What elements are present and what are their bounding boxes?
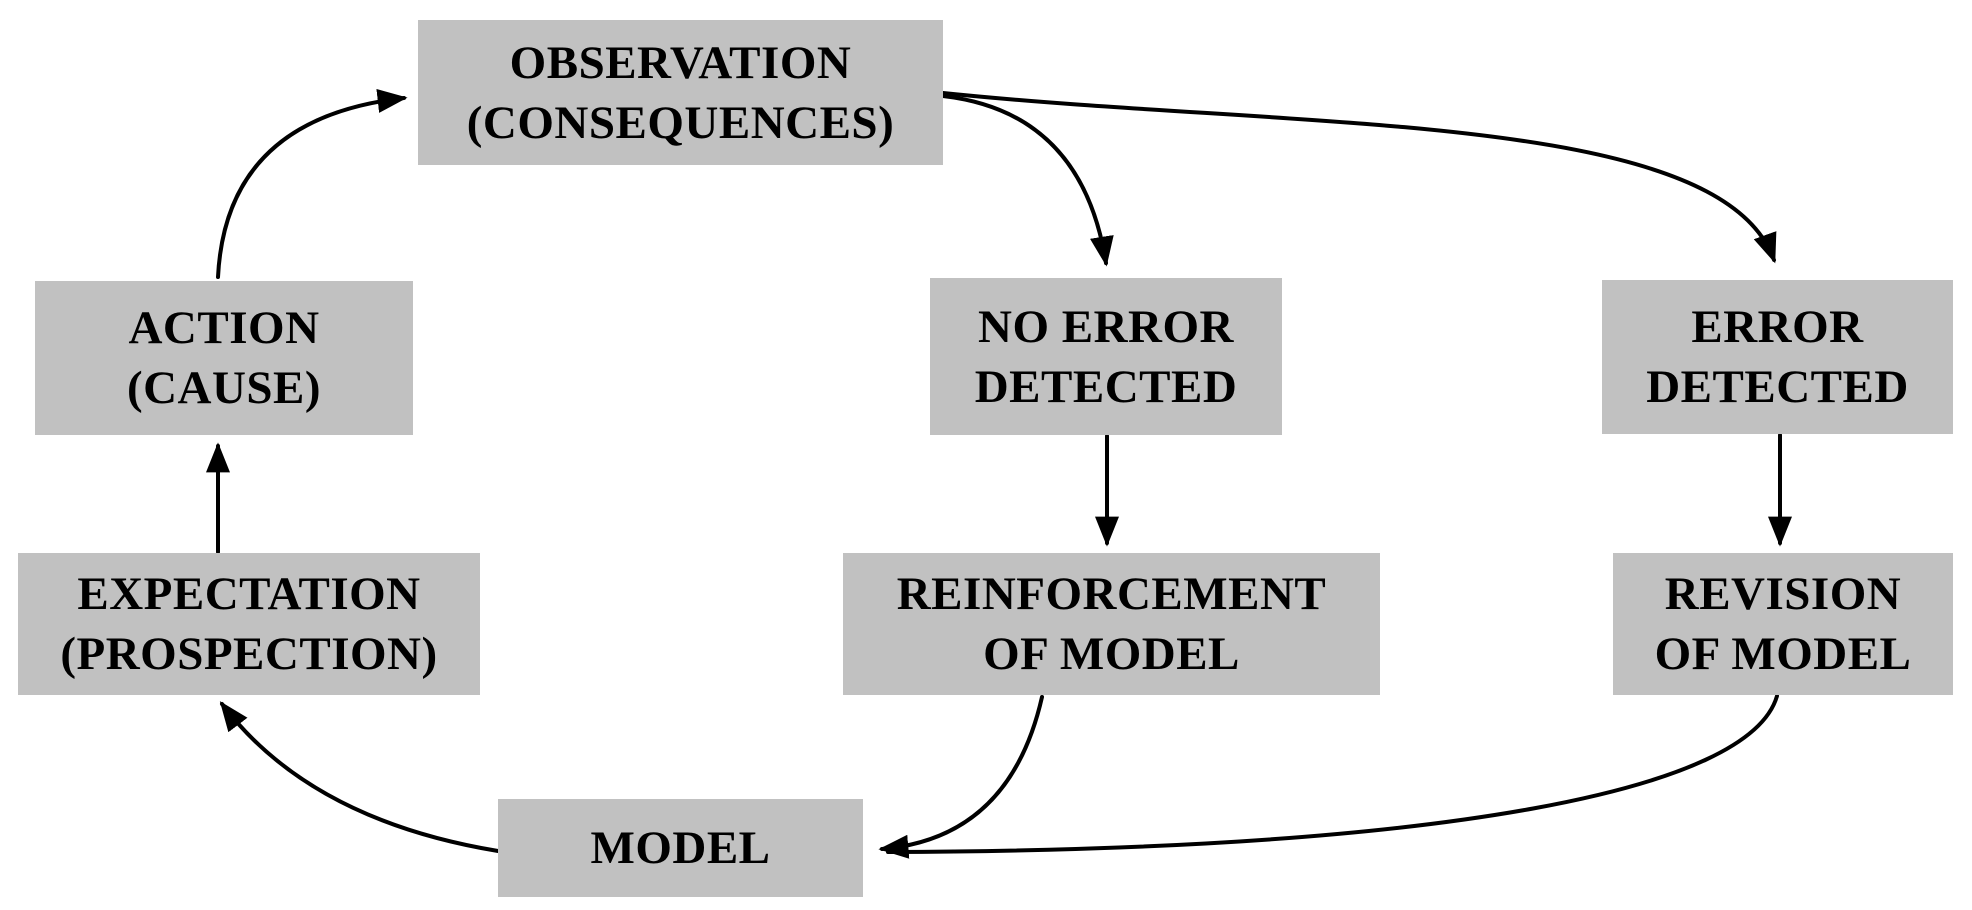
node-revision-label-line2: OF MODEL bbox=[1654, 628, 1912, 680]
node-expectation-label-line1: EXPECTATION bbox=[77, 568, 421, 620]
edge-revision-to-model-arrow bbox=[886, 694, 1779, 854]
node-reinforcement-label-line2: OF MODEL bbox=[983, 628, 1240, 680]
node-error-detected: ERROR DETECTED bbox=[1602, 280, 1953, 434]
edge-model-to-expectation-arrow bbox=[219, 701, 500, 853]
edge-reinforcement-to-model-arrow bbox=[878, 695, 1044, 859]
node-no-error-detected: NO ERROR DETECTED bbox=[930, 278, 1282, 435]
node-no-error-label-line2: DETECTED bbox=[974, 360, 1238, 413]
node-reinforcement-of-model: REINFORCEMENT OF MODEL bbox=[843, 553, 1380, 695]
edge-observation-to-no-error-arrow bbox=[941, 94, 1114, 267]
node-action: ACTION (CAUSE) bbox=[35, 281, 413, 435]
node-revision-label-line1: REVISION bbox=[1664, 568, 1902, 620]
node-model-label-line1: MODEL bbox=[590, 822, 771, 874]
node-error-label-line1: ERROR bbox=[1691, 301, 1864, 353]
node-observation-label-line1: OBSERVATION bbox=[509, 36, 852, 89]
node-no-error-label-line1: NO ERROR bbox=[978, 300, 1234, 353]
node-action-label-line1: ACTION bbox=[128, 302, 320, 354]
node-expectation-label-line2: (PROSPECTION) bbox=[60, 628, 438, 680]
node-observation: OBSERVATION (CONSEQUENCES) bbox=[418, 20, 943, 165]
node-model: MODEL bbox=[498, 799, 863, 897]
edge-observation-to-error-arrow bbox=[941, 91, 1777, 264]
node-revision-of-model: REVISION OF MODEL bbox=[1613, 553, 1953, 695]
edge-action-to-observation-arrow bbox=[216, 89, 408, 279]
node-action-label-line2: (CAUSE) bbox=[126, 362, 322, 414]
node-expectation: EXPECTATION (PROSPECTION) bbox=[18, 553, 480, 695]
node-reinforcement-label-line1: REINFORCEMENT bbox=[896, 568, 1327, 620]
node-observation-label-line2: (CONSEQUENCES) bbox=[466, 96, 895, 149]
node-error-label-line2: DETECTED bbox=[1646, 361, 1909, 413]
